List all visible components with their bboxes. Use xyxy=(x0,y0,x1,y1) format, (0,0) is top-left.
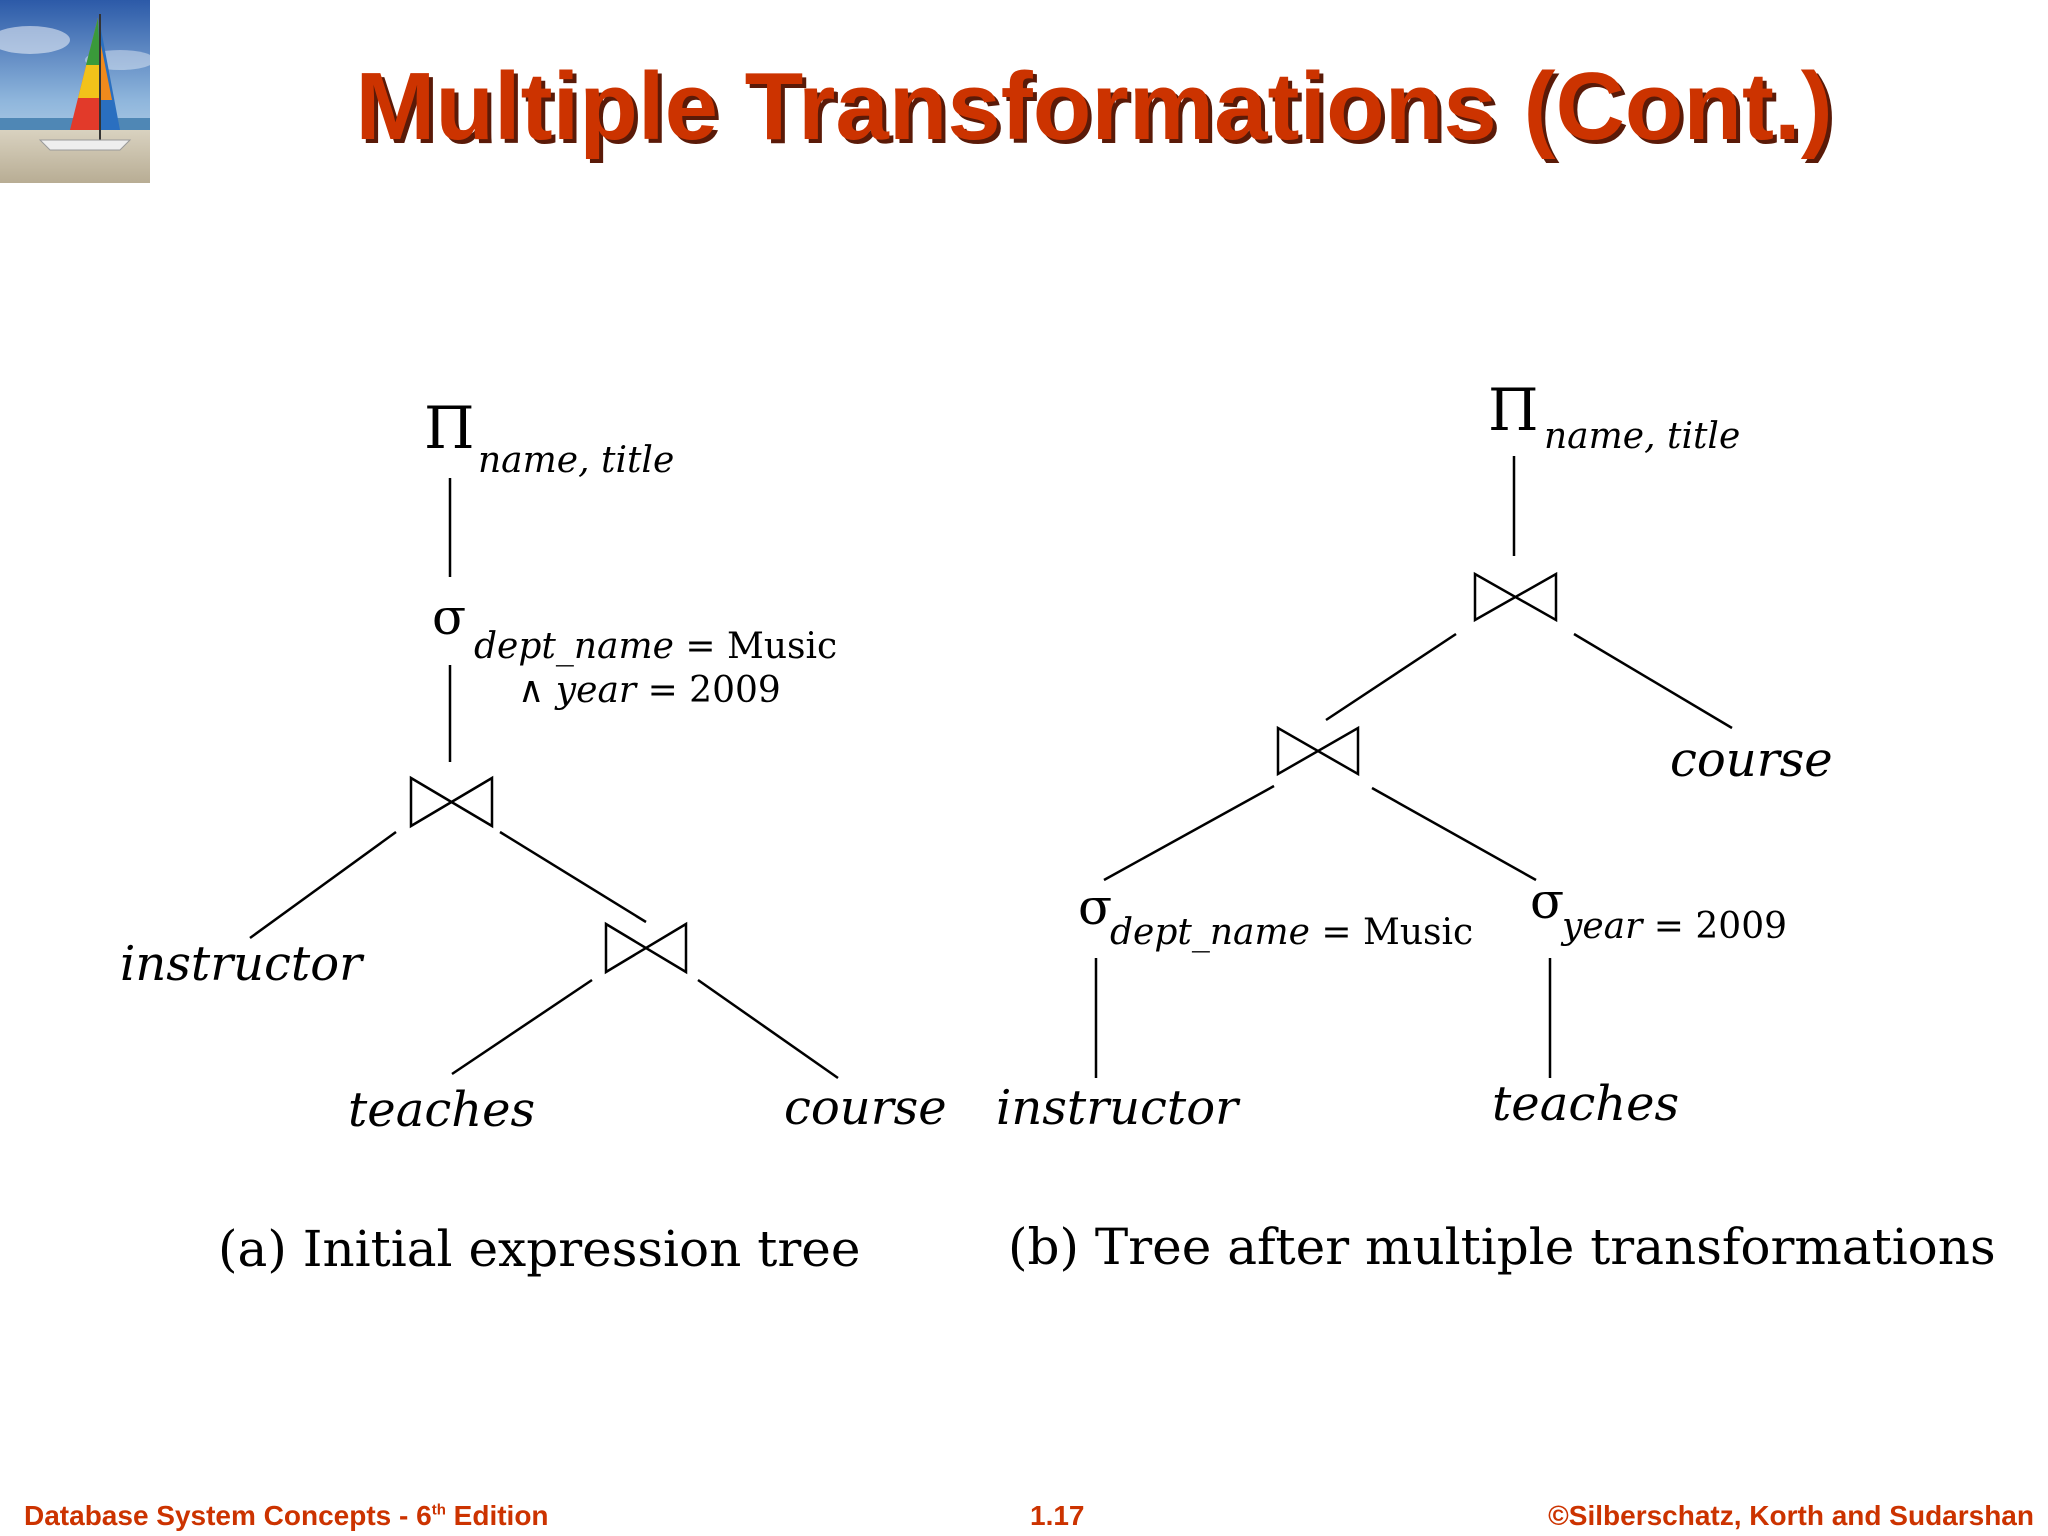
selection-and: ∧ xyxy=(518,670,556,711)
selection-b2-eq: = 2009 xyxy=(1642,906,1787,947)
selection-condition-line1: dept_name = Music xyxy=(474,626,837,667)
page-number: 1.17 xyxy=(1030,1500,1085,1531)
edge-lowerjoin-teaches xyxy=(451,978,593,1076)
sailboat-logo-image xyxy=(0,0,150,183)
projection-attributes-b: name, title xyxy=(1544,416,1740,457)
edge-topjoin-course xyxy=(1573,632,1733,730)
projection-attributes: name, title xyxy=(478,440,674,481)
selection-condition-b1: dept_name = Music xyxy=(1110,912,1473,953)
selection-symbol-b2: σ xyxy=(1530,872,1564,930)
slide-title: Multiple Transformations (Cont.) xyxy=(355,53,1833,160)
join-symbol-b-middle xyxy=(1276,725,1360,777)
join-symbol-a-bottom xyxy=(604,921,688,975)
edge-topjoin-midjoin xyxy=(1325,632,1457,722)
edge-join-lowerjoin xyxy=(499,830,647,924)
edge-midjoin-select2 xyxy=(1371,786,1537,882)
selection-attr-dept-name: dept_name xyxy=(474,626,674,667)
footer-edition-superscript: th xyxy=(431,1501,446,1519)
selection-b1-attr: dept_name xyxy=(1110,912,1310,953)
selection-condition-line2: ∧ year = 2009 xyxy=(518,670,781,711)
tree-b: Π name, title course σ dept_name = Music… xyxy=(996,376,1996,1276)
footer-copyright: ©Silberschatz, Korth and Sudarshan xyxy=(1548,1500,2034,1531)
selection-b2-attr: year xyxy=(1560,906,1644,947)
selection-condition-b2: year = 2009 xyxy=(1560,906,1787,947)
edge-join-instructor xyxy=(249,830,397,940)
relation-course: course xyxy=(784,1080,947,1136)
projection-symbol-b: Π xyxy=(1488,376,1539,444)
footer-book-title: Database System Concepts - 6th Edition xyxy=(24,1500,549,1532)
selection-eq-year: = 2009 xyxy=(636,670,781,711)
selection-symbol: σ xyxy=(432,588,466,646)
tree-a: Π name, title σ dept_name = Music ∧ year… xyxy=(120,394,947,1278)
selection-symbol-b1: σ xyxy=(1078,878,1112,936)
join-symbol-a-top xyxy=(409,775,494,829)
sailboat-icon xyxy=(0,0,150,183)
footer-book-title-text: Database System Concepts - 6 xyxy=(24,1500,432,1531)
relation-instructor: instructor xyxy=(120,936,365,992)
footer-edition-suffix: Edition xyxy=(445,1500,549,1531)
selection-eq-music: = Music xyxy=(674,626,837,667)
relation-teaches-b: teaches xyxy=(1492,1076,1679,1132)
caption-b: (b) Tree after multiple transformations xyxy=(1008,1218,1996,1276)
edge-lowerjoin-course xyxy=(697,978,839,1080)
selection-b1-eq: = Music xyxy=(1310,912,1473,953)
projection-symbol: Π xyxy=(424,394,475,462)
relation-teaches: teaches xyxy=(348,1082,535,1138)
relation-course-b: course xyxy=(1670,732,1833,788)
edge-midjoin-select1 xyxy=(1103,784,1275,882)
caption-a: (a) Initial expression tree xyxy=(218,1220,860,1278)
selection-attr-year: year xyxy=(554,670,638,711)
join-symbol-b-top xyxy=(1473,571,1558,623)
relation-instructor-b: instructor xyxy=(996,1080,1241,1136)
